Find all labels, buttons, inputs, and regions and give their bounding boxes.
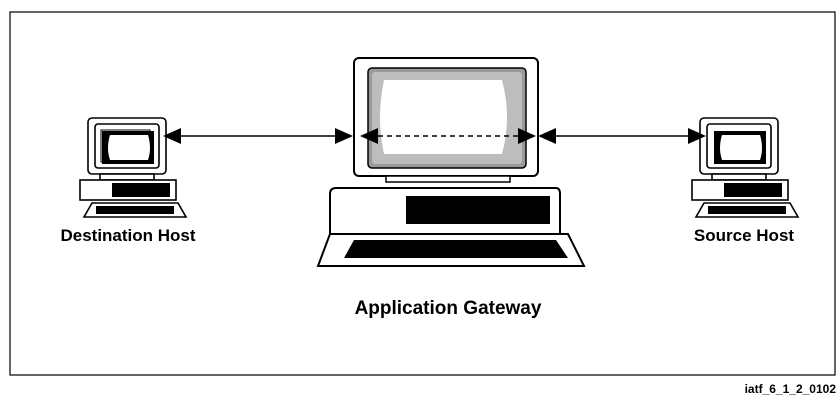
arrowhead-right-icon (518, 128, 536, 144)
source-host-computer-icon (691, 117, 800, 218)
arrowhead-left-icon (538, 128, 556, 144)
gateway-internal-relay-connector (360, 128, 536, 144)
gateway-to-source-connector (538, 128, 706, 144)
arrowhead-left-icon (163, 128, 181, 144)
figure-id-label: iatf_6_1_2_0102 (745, 382, 837, 396)
arrowhead-right-icon (688, 128, 706, 144)
source-host-label: Source Host (694, 226, 794, 245)
arrowhead-right-icon (335, 128, 353, 144)
application-gateway-label: Application Gateway (355, 298, 542, 319)
diagram-frame (9, 11, 836, 376)
destination-to-gateway-connector (163, 128, 353, 144)
arrowhead-left-icon (360, 128, 378, 144)
destination-host-computer-icon (79, 117, 188, 218)
application-gateway-computer-icon (316, 57, 586, 267)
destination-host-label: Destination Host (60, 226, 195, 245)
